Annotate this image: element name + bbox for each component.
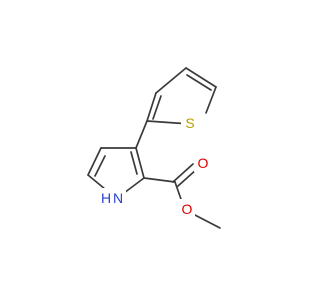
bond-thiophene-c3-c4 — [155, 67, 187, 94]
bond-carbonyl-o-double-2 — [177, 168, 198, 187]
bond-ring-link — [135, 120, 148, 149]
atom-sulfur: S — [185, 115, 194, 131]
bond-c2-carbonyl — [143, 177, 176, 183]
bond-thiophene-c2-c3-inner — [152, 95, 162, 120]
bond-pyrrole-c2-c3 — [135, 147, 145, 179]
bond-pyrrole-c4-c5-inner — [94, 155, 106, 177]
bond-thiophene-c5-s — [205, 86, 217, 114]
bond-thiophene-c4-c5 — [185, 67, 217, 88]
bond-pyrrole-c2-c3-inner — [130, 151, 138, 175]
bond-thiophene-c4-c5-inner — [186, 74, 212, 91]
bond-thiophene-c2-c3 — [146, 92, 157, 122]
atom-hydrogen: H — [101, 190, 111, 206]
bond-pyrrole-n-c2 — [123, 177, 145, 194]
atom-nitrogen: N — [113, 190, 123, 206]
bond-pyrrole-c4-c5 — [87, 147, 102, 176]
atom-oxygen-carbonyl: O — [198, 155, 209, 171]
bond-carbonyl-ester-o — [174, 181, 183, 203]
bond-ester-o-methyl — [192, 213, 221, 229]
atom-oxygen-ester: O — [182, 201, 193, 217]
structure-canvas: S O O H N — [87, 67, 221, 229]
bond-carbonyl-o-double-1 — [172, 163, 194, 183]
molecule-diagram: S O O H N — [87, 67, 221, 229]
